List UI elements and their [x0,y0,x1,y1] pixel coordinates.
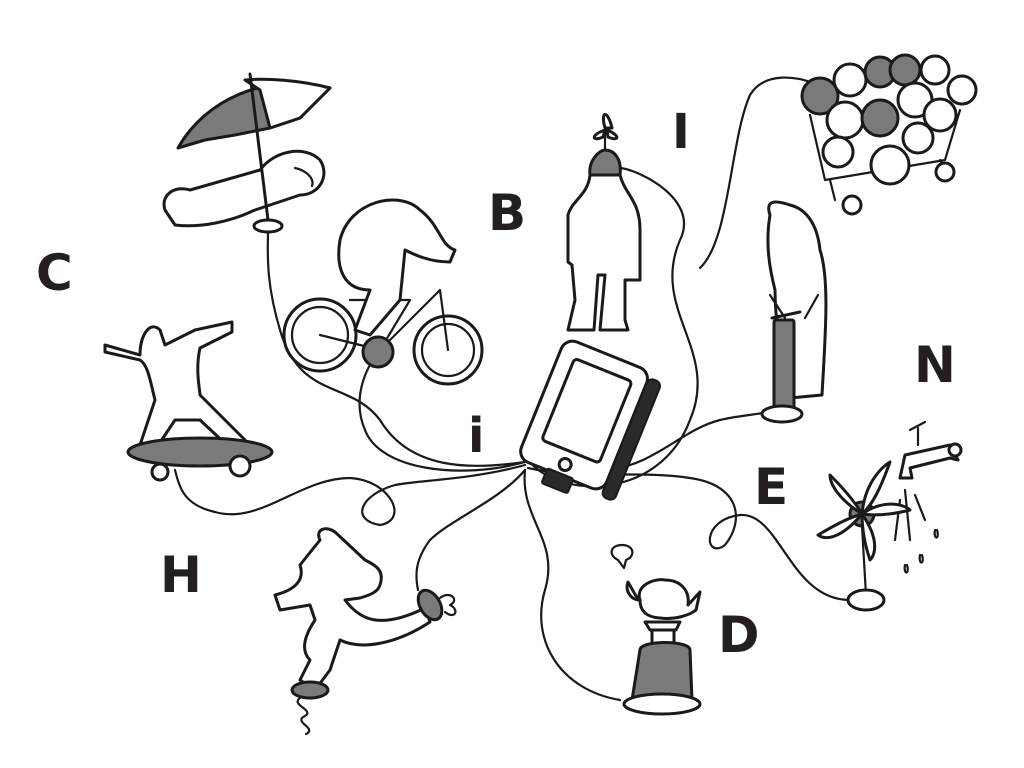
skateboarder-icon [103,320,274,482]
label-i-upper: I [672,104,690,160]
pump-person-icon [760,200,828,424]
umbrella-sunbather-icon [162,72,332,234]
label-c: C [36,244,73,302]
cyclist-icon [282,198,484,386]
label-h: H [160,546,202,604]
label-b: B [488,184,527,242]
label-n: N [914,336,956,394]
label-d: D [718,606,760,664]
label-i-lower: i [468,408,485,464]
wind-turbine-person-icon [566,113,642,332]
apple-cart-icon [800,53,978,216]
label-e: E [754,458,789,516]
smartphone-icon [519,339,661,501]
water-tap-turbine-icon [816,420,963,612]
spring-shoe-jumper-icon [273,527,457,736]
teapot-stove-icon [610,543,702,716]
